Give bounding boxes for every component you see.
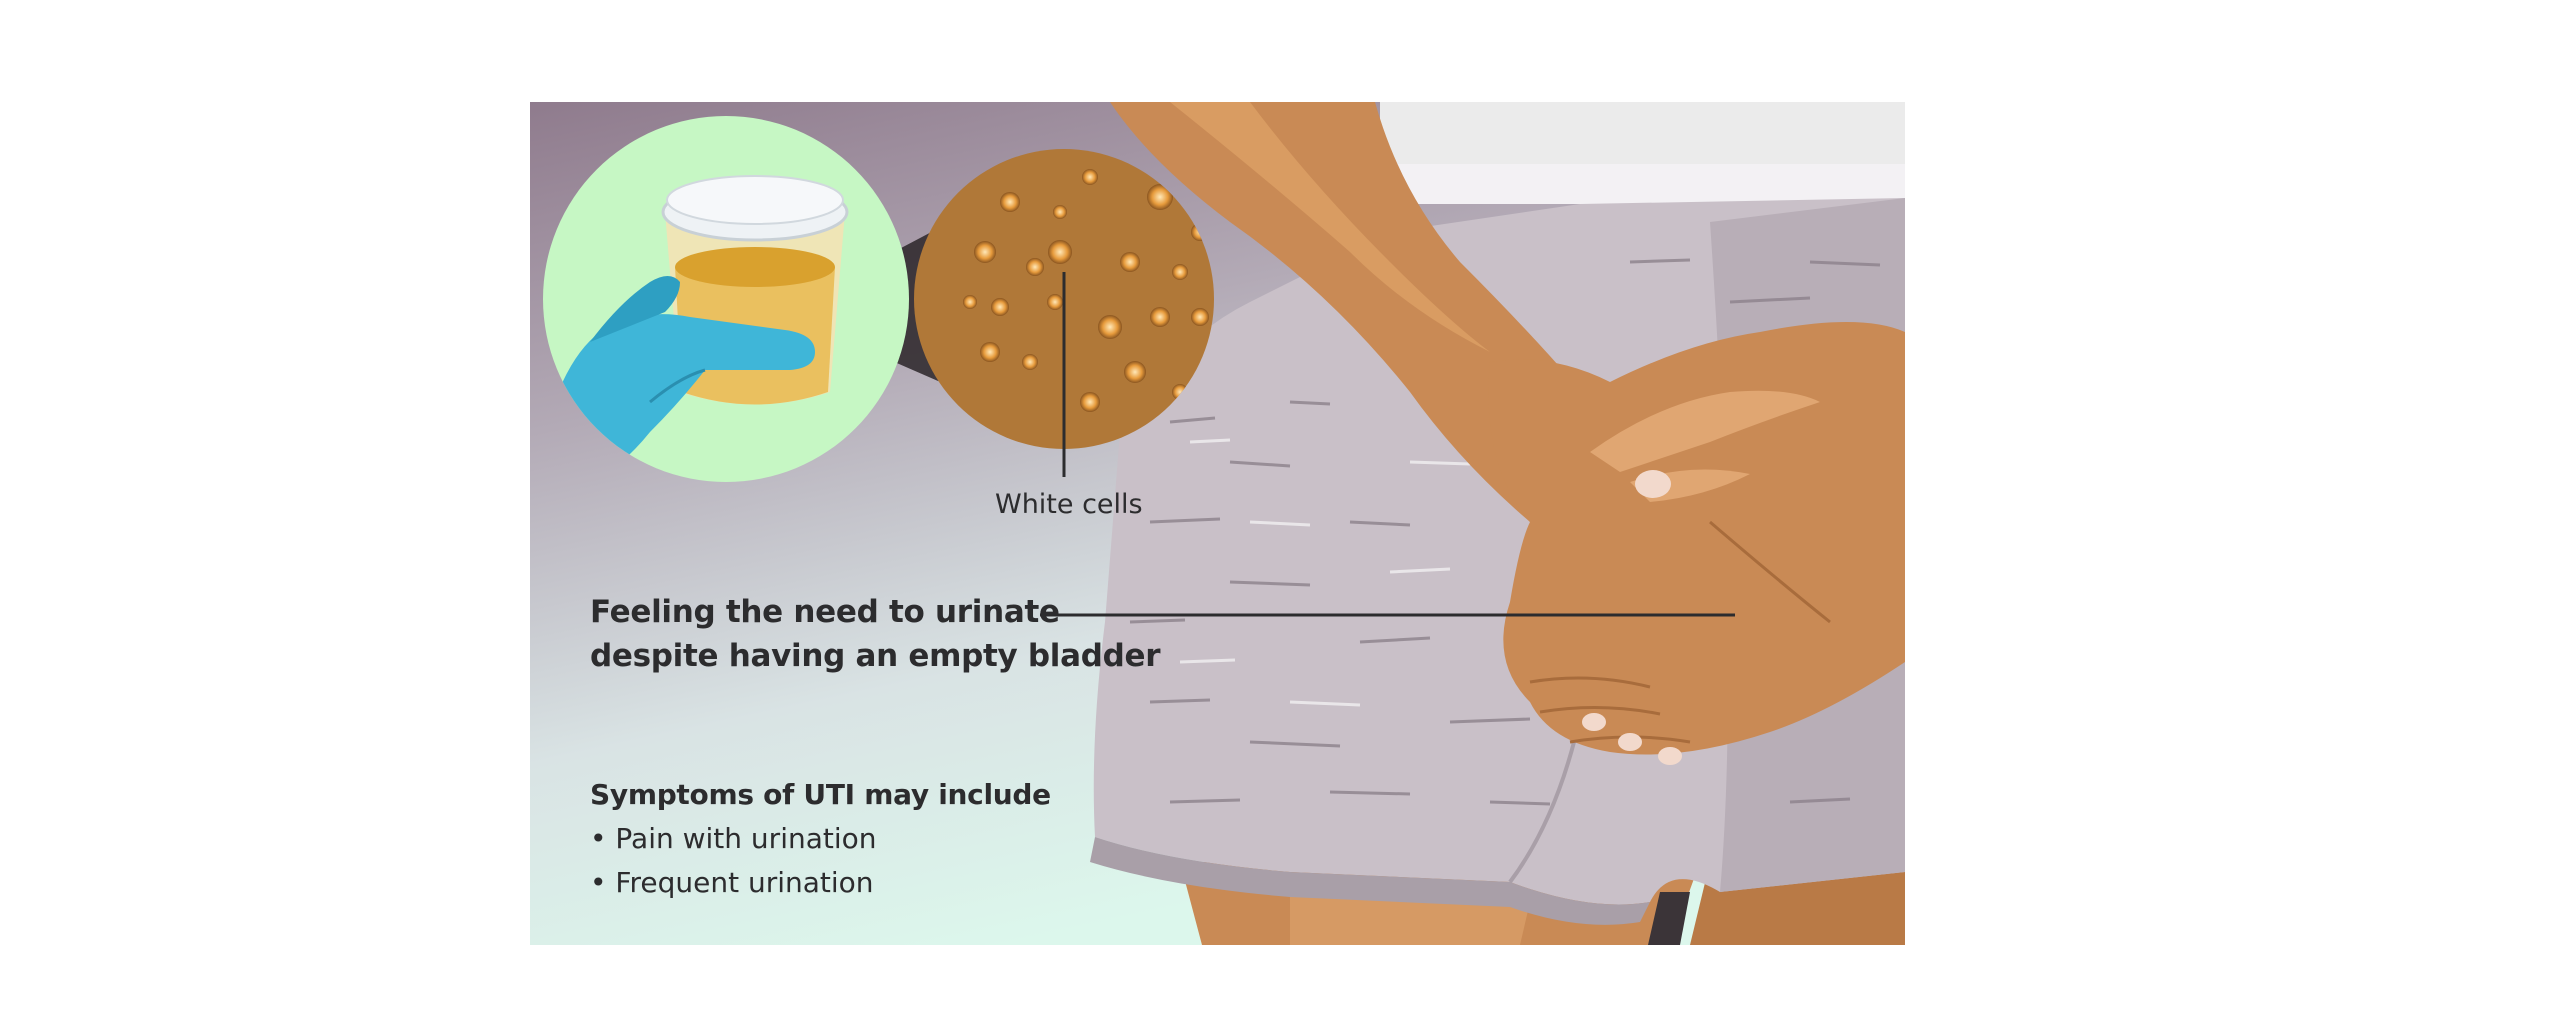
- illustration-svg: [530, 102, 1905, 945]
- wall-top: [1380, 102, 1905, 164]
- symptom-item: • Frequent urination: [590, 866, 874, 899]
- main-symptom-label-line1: Feeling the need to urinate: [590, 594, 1060, 630]
- urine-sample-cup-icon: [543, 116, 909, 482]
- white-cells-label: White cells: [995, 489, 1143, 520]
- uti-illustration: White cells Feeling the need to urinate …: [530, 102, 1905, 945]
- main-symptom-label-line2: despite having an empty bladder: [590, 638, 1161, 674]
- wall-band: [1380, 164, 1905, 204]
- arm: [1110, 102, 1590, 522]
- symptoms-heading: Symptoms of UTI may include: [590, 778, 1051, 811]
- hands: [1488, 322, 1905, 765]
- symptom-item: • Pain with urination: [590, 822, 877, 855]
